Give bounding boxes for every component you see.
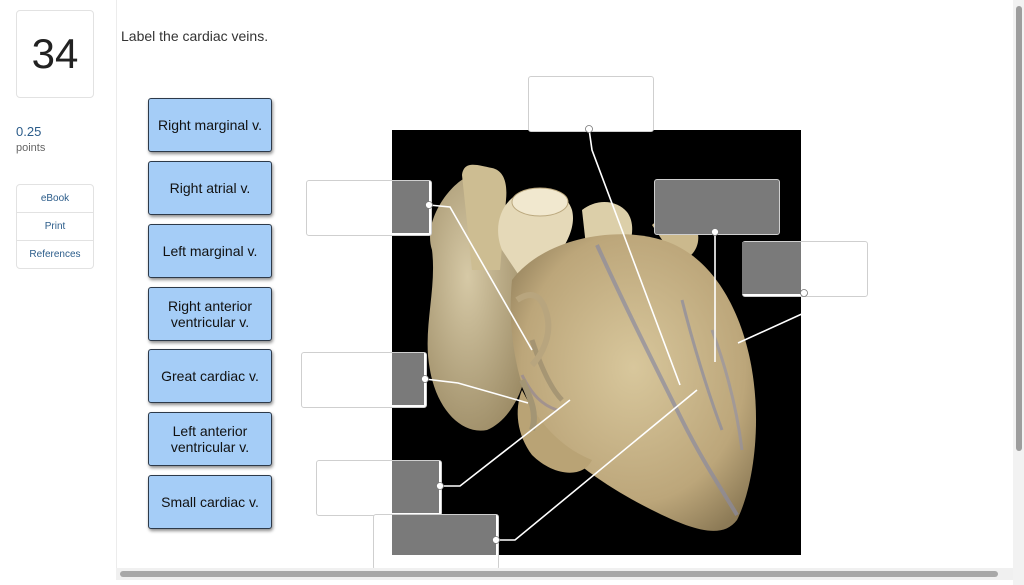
question-prompt: Label the cardiac veins. (121, 28, 269, 44)
drop-target-bottom[interactable] (373, 514, 499, 570)
label-left-anterior-ventricular-v[interactable]: Left anterior ventricular v. (148, 412, 272, 466)
question-number: 34 (16, 10, 94, 98)
label-text: Small cardiac v. (161, 494, 259, 510)
label-great-cardiac-v[interactable]: Great cardiac v. (148, 349, 272, 403)
resource-links: eBook Print References (16, 184, 94, 269)
label-right-anterior-ventricular-v[interactable]: Right anterior ventricular v. (148, 287, 272, 341)
label-text: Right marginal v. (157, 117, 262, 133)
print-link[interactable]: Print (17, 213, 93, 241)
references-link[interactable]: References (29, 249, 81, 260)
drop-target-lower-left[interactable] (316, 460, 442, 516)
label-text: Great cardiac v. (161, 368, 259, 384)
drop-target-middle-left[interactable] (301, 352, 427, 408)
drop-target-right[interactable] (742, 241, 868, 297)
drop-target-upper-right[interactable] (654, 179, 780, 235)
label-left-marginal-v[interactable]: Left marginal v. (148, 224, 272, 278)
label-right-marginal-v[interactable]: Right marginal v. (148, 98, 272, 152)
label-text: Left anterior ventricular v. (170, 423, 250, 455)
label-text: Left marginal v. (162, 243, 258, 259)
horizontal-scrollbar-thumb[interactable] (120, 571, 998, 577)
content-divider (116, 0, 117, 568)
label-right-atrial-v[interactable]: Right atrial v. (148, 161, 272, 215)
vertical-scrollbar-thumb[interactable] (1016, 6, 1022, 451)
ebook-link[interactable]: eBook (17, 185, 93, 213)
label-small-cardiac-v[interactable]: Small cardiac v. (148, 475, 272, 529)
drop-target-top[interactable] (528, 76, 654, 132)
points-value: 0.25 (16, 124, 42, 139)
label-text: Right anterior ventricular v. (167, 298, 253, 330)
drop-target-upper-left[interactable] (306, 180, 432, 236)
points-label: points (16, 142, 46, 154)
label-text: Right atrial v. (169, 180, 251, 196)
